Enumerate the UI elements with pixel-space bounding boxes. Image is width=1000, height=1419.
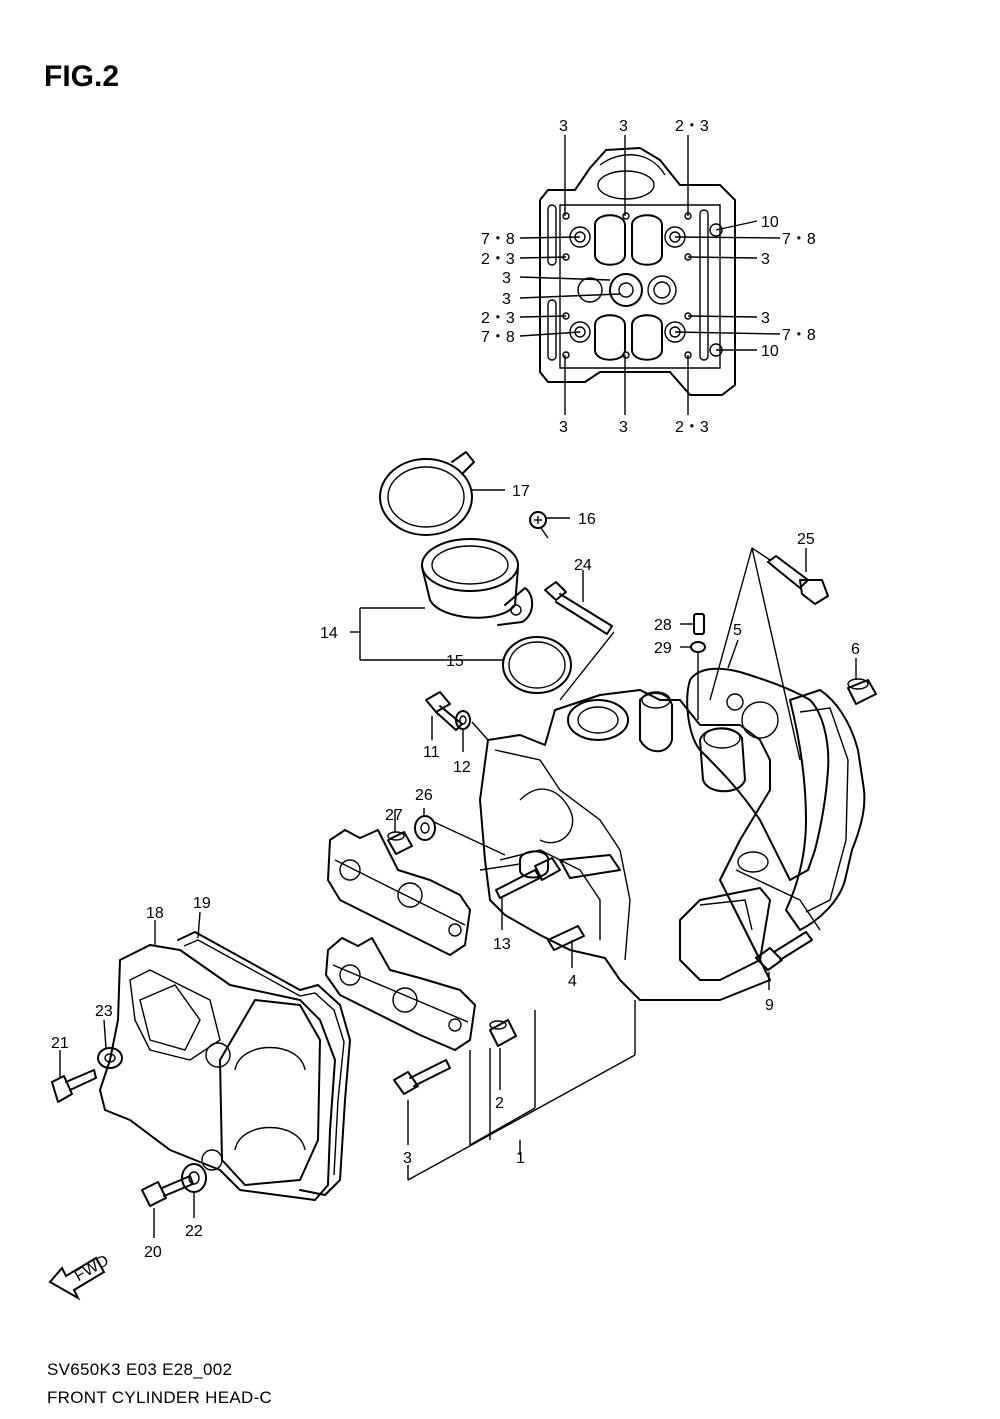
fwd-arrow-icon: FWD <box>48 1252 112 1301</box>
cylinder-head <box>479 689 771 1001</box>
label-26: 26 <box>415 787 433 804</box>
label-24: 24 <box>574 557 592 574</box>
gasket-plate <box>785 689 866 931</box>
intake-pipe-14 <box>350 538 534 660</box>
washer-22 <box>181 1163 207 1218</box>
label-2: 2 <box>495 1095 504 1112</box>
label-20: 20 <box>144 1244 162 1261</box>
bolt-21 <box>51 1050 97 1103</box>
head-cover-18 <box>99 920 336 1201</box>
label-top-2: 3 <box>619 118 628 135</box>
stud-13 <box>495 857 561 930</box>
figure-title: FIG.2 <box>44 60 120 93</box>
guide-lines <box>735 869 821 931</box>
clamp-17 <box>379 451 505 536</box>
label-28: 28 <box>654 617 672 634</box>
label-13: 13 <box>493 936 511 953</box>
label-11: 11 <box>423 744 440 761</box>
label-5: 5 <box>733 622 742 639</box>
label-left-6: 7・8 <box>481 329 515 346</box>
label-bottom-2: 3 <box>619 419 628 436</box>
label-27: 27 <box>385 807 403 824</box>
top-view-labels: 3 3 2・3 7・8 2・3 3 3 2・3 7・8 10 7・8 3 3 7… <box>481 118 816 436</box>
bolt-9 <box>755 931 813 990</box>
screw-16 <box>529 511 570 539</box>
label-right-4: 3 <box>761 310 770 327</box>
label-17: 17 <box>512 483 530 500</box>
stud-4 <box>547 925 585 968</box>
fitting-28 <box>680 613 705 635</box>
label-1: 1 <box>516 1150 525 1167</box>
caption-model: SV650K3 E03 E28_002 <box>47 1360 233 1379</box>
head-top-view <box>519 135 781 415</box>
label-bottom-1: 3 <box>559 419 568 436</box>
part-labels: 17 16 24 25 14 15 28 29 5 6 11 12 26 27 … <box>51 483 860 1261</box>
cam-holder-upper <box>327 829 471 956</box>
dowel-6 <box>847 658 877 705</box>
gasket-19 <box>177 911 351 1196</box>
gasket-5 <box>686 639 830 881</box>
label-left-3: 3 <box>502 270 511 287</box>
label-23: 23 <box>95 1003 113 1020</box>
washer-12 <box>455 710 489 752</box>
washer-29 <box>680 641 706 720</box>
washer-23 <box>97 1019 123 1069</box>
label-12: 12 <box>453 759 471 776</box>
label-19: 19 <box>193 895 211 912</box>
label-top-3: 2・3 <box>675 118 709 135</box>
label-9: 9 <box>765 997 774 1014</box>
cam-holder-lower <box>325 937 476 1051</box>
label-right-3: 3 <box>761 251 770 268</box>
label-18: 18 <box>146 905 164 922</box>
caption-name: FRONT CYLINDER HEAD-C <box>47 1388 273 1407</box>
washer-26 <box>414 808 506 856</box>
dowel-27 <box>387 810 413 855</box>
bolt-25 <box>709 547 829 761</box>
label-16: 16 <box>578 511 596 528</box>
o-ring-15 <box>360 636 572 694</box>
label-22: 22 <box>185 1223 203 1240</box>
bolt-20 <box>141 1175 194 1238</box>
label-right-5: 7・8 <box>782 327 816 344</box>
label-left-2: 2・3 <box>481 251 515 268</box>
label-left-1: 7・8 <box>481 231 515 248</box>
label-3: 3 <box>403 1150 412 1167</box>
label-15: 15 <box>446 653 464 670</box>
label-right-2: 7・8 <box>782 231 816 248</box>
label-right-1: 10 <box>761 214 779 231</box>
label-4: 4 <box>568 973 577 990</box>
group-lines-1 <box>407 1000 636 1181</box>
bolt-24 <box>544 570 615 701</box>
label-21: 21 <box>51 1035 69 1052</box>
label-6: 6 <box>851 641 860 658</box>
label-25: 25 <box>797 531 815 548</box>
label-14: 14 <box>320 625 338 642</box>
label-top-1: 3 <box>559 118 568 135</box>
label-left-5: 2・3 <box>481 310 515 327</box>
label-29: 29 <box>654 640 672 657</box>
label-bottom-3: 2・3 <box>675 419 709 436</box>
bolt-3 <box>393 1059 451 1145</box>
label-left-4: 3 <box>502 291 511 308</box>
dowel-2 <box>489 1019 517 1090</box>
label-right-6: 10 <box>761 343 779 360</box>
